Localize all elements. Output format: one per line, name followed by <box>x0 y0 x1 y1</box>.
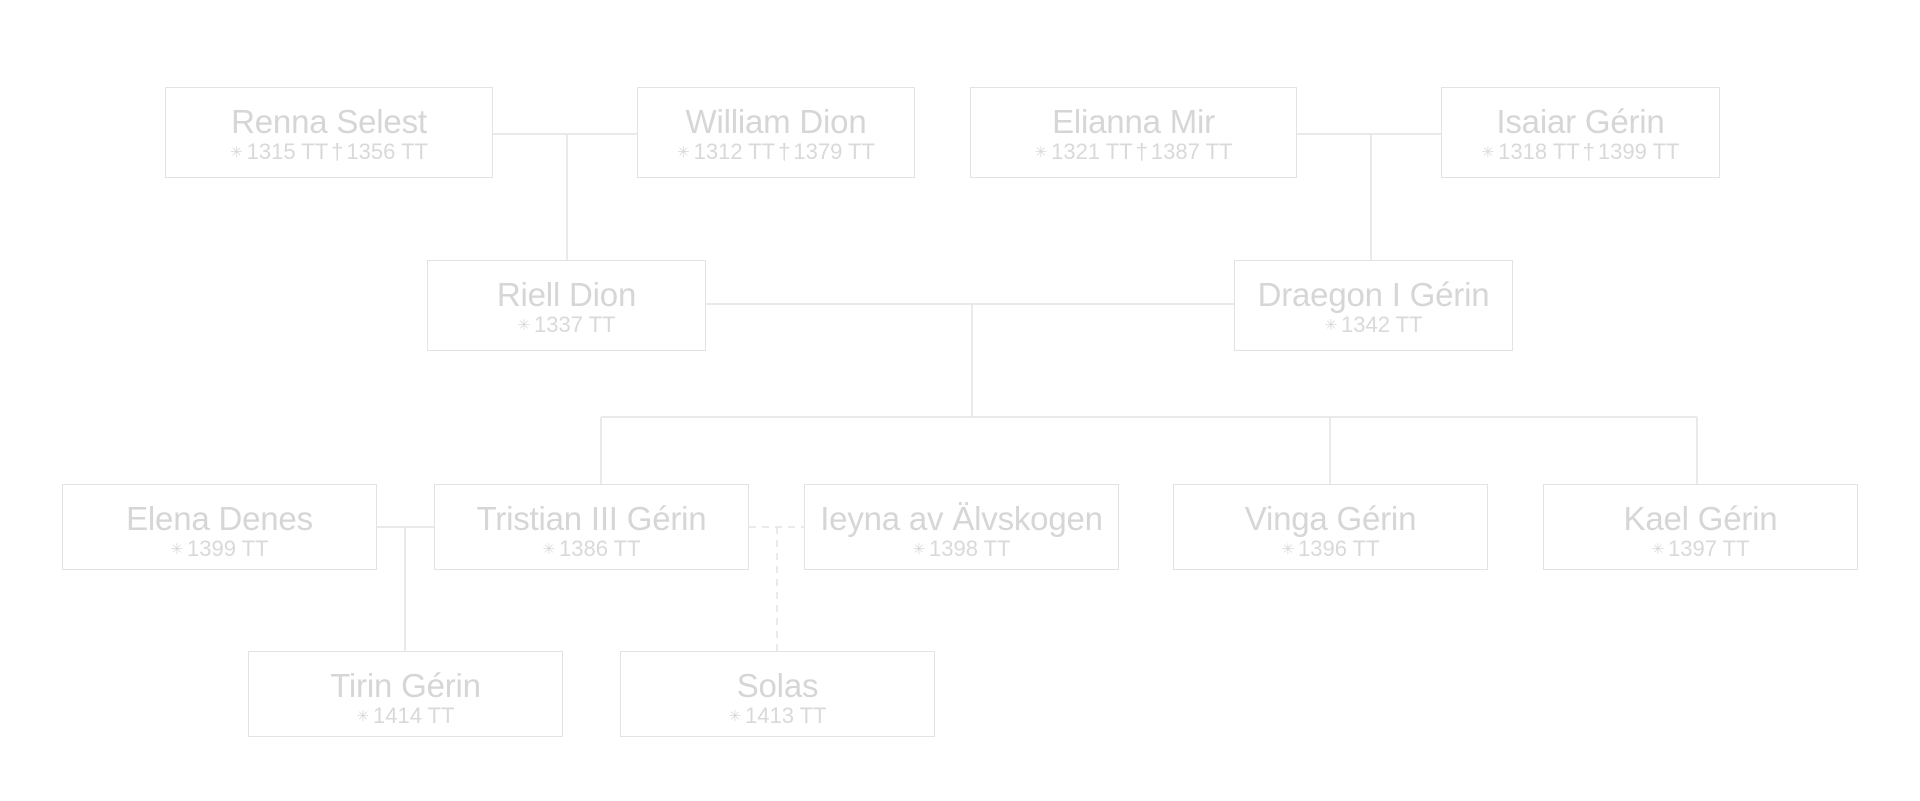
person-name: Riell Dion <box>496 276 637 313</box>
person-name: Ieyna av Älvskogen <box>820 500 1103 537</box>
birth-year: 1337 TT <box>534 312 616 337</box>
person-card-ieyna[interactable]: Ieyna av Älvskogen ✳1398 TT <box>804 484 1119 570</box>
birth-year: 1312 TT <box>693 139 776 164</box>
star-icon: ✳ <box>230 144 243 161</box>
birth-year: 1386 TT <box>559 536 641 561</box>
person-card-vinga-gerin[interactable]: Vinga Gérin ✳1396 TT <box>1173 484 1488 570</box>
person-dates: ✳1414 TT <box>249 704 562 729</box>
person-name: Tirin Gérin <box>330 667 481 704</box>
person-name: Isaiar Gérin <box>1496 103 1665 140</box>
person-card-kael-gerin[interactable]: Kael Gérin ✳1397 TT <box>1543 484 1858 570</box>
death-year: 1379 TT <box>793 139 875 164</box>
person-card-tirin-gerin[interactable]: Tirin Gérin ✳1414 TT <box>248 651 563 737</box>
person-name: Renna Selest <box>231 103 427 140</box>
birth-year: 1413 TT <box>745 703 827 728</box>
person-dates: ✳1337 TT <box>428 313 705 338</box>
birth-year: 1414 TT <box>373 703 455 728</box>
person-card-solas[interactable]: Solas ✳1413 TT <box>620 651 935 737</box>
person-card-tristian-gerin[interactable]: Tristian III Gérin ✳1386 TT <box>434 484 749 570</box>
star-icon: ✳ <box>356 708 370 725</box>
person-card-riell-dion[interactable]: Riell Dion ✳1337 TT <box>427 260 706 351</box>
birth-year: 1397 TT <box>1668 536 1750 561</box>
star-icon: ✳ <box>1034 144 1048 161</box>
star-icon: ✳ <box>677 144 690 161</box>
person-dates: ✳1315 TT†1356 TT <box>166 140 492 165</box>
star-icon: ✳ <box>1324 317 1338 334</box>
star-icon: ✳ <box>1481 144 1495 161</box>
dagger-icon: † <box>1582 139 1595 164</box>
person-name: Draegon I Gérin <box>1257 276 1490 313</box>
person-name: Tristian III Gérin <box>476 500 707 537</box>
star-icon: ✳ <box>170 541 184 558</box>
person-dates: ✳1342 TT <box>1235 313 1512 338</box>
person-name: Vinga Gérin <box>1244 500 1417 537</box>
dagger-icon: † <box>1135 139 1148 164</box>
person-card-draegon-gerin[interactable]: Draegon I Gérin ✳1342 TT <box>1234 260 1513 351</box>
person-dates: ✳1386 TT <box>435 537 748 562</box>
person-dates: ✳1318 TT†1399 TT <box>1442 140 1719 165</box>
person-dates: ✳1398 TT <box>805 537 1118 562</box>
birth-year: 1398 TT <box>929 536 1011 561</box>
person-card-renna-selest[interactable]: Renna Selest ✳1315 TT†1356 TT <box>165 87 493 178</box>
death-year: 1387 TT <box>1150 139 1233 164</box>
dagger-icon: † <box>778 139 791 164</box>
death-year: 1399 TT <box>1597 139 1680 164</box>
person-name: Solas <box>736 667 819 704</box>
person-name: Kael Gérin <box>1623 500 1778 537</box>
death-year: 1356 TT <box>346 139 428 164</box>
birth-year: 1321 TT <box>1051 139 1133 164</box>
person-card-elianna-mir[interactable]: Elianna Mir ✳1321 TT†1387 TT <box>970 87 1297 178</box>
birth-year: 1396 TT <box>1298 536 1380 561</box>
birth-year: 1342 TT <box>1341 312 1423 337</box>
person-dates: ✳1397 TT <box>1544 537 1857 562</box>
person-card-elena-denes[interactable]: Elena Denes ✳1399 TT <box>62 484 377 570</box>
star-icon: ✳ <box>517 317 531 334</box>
star-icon: ✳ <box>728 708 742 725</box>
star-icon: ✳ <box>542 541 556 558</box>
person-dates: ✳1396 TT <box>1174 537 1487 562</box>
star-icon: ✳ <box>912 541 926 558</box>
person-card-isaiar-gerin[interactable]: Isaiar Gérin ✳1318 TT†1399 TT <box>1441 87 1720 178</box>
star-icon: ✳ <box>1281 541 1295 558</box>
person-name: Elianna Mir <box>1052 103 1215 140</box>
star-icon: ✳ <box>1651 541 1665 558</box>
dagger-icon: † <box>331 139 344 164</box>
person-dates: ✳1413 TT <box>621 704 934 729</box>
person-name: William Dion <box>685 103 867 140</box>
person-name: Elena Denes <box>126 500 313 537</box>
person-card-william-dion[interactable]: William Dion ✳1312 TT†1379 TT <box>637 87 915 178</box>
birth-year: 1318 TT <box>1498 139 1580 164</box>
person-dates: ✳1399 TT <box>63 537 376 562</box>
person-dates: ✳1321 TT†1387 TT <box>971 140 1296 165</box>
birth-year: 1399 TT <box>187 536 269 561</box>
birth-year: 1315 TT <box>246 139 329 164</box>
person-dates: ✳1312 TT†1379 TT <box>638 140 914 165</box>
